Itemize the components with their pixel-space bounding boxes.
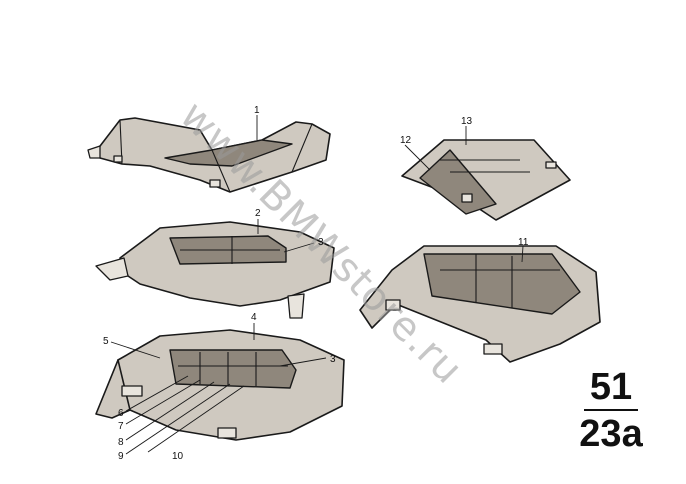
callout-2: 2 xyxy=(255,208,261,219)
page-number-block: 51 23a xyxy=(556,368,666,453)
callout-13: 13 xyxy=(461,116,473,127)
callout-4: 4 xyxy=(251,312,257,323)
callout-9: 9 xyxy=(118,451,124,462)
page-group-number: 51 xyxy=(589,366,633,408)
page-number-divider xyxy=(584,409,638,411)
callout-6: 6 xyxy=(118,408,124,419)
part-12-13-plate xyxy=(401,139,571,221)
callout-5: 5 xyxy=(103,336,109,347)
callout-11: 11 xyxy=(518,237,529,248)
part-4-switch-console xyxy=(95,329,345,441)
callout-7: 7 xyxy=(118,421,124,432)
callout-3-upper: 3 xyxy=(318,237,324,248)
part-1-tray xyxy=(87,117,331,193)
callout-3-lower: 3 xyxy=(330,354,336,365)
callout-labels: 1 2 3 4 5 3 6 7 8 9 10 11 12 13 xyxy=(103,105,529,462)
callout-12: 12 xyxy=(400,135,412,146)
page-sheet-number: 23a xyxy=(579,413,643,455)
leader-lines xyxy=(110,115,524,455)
part-2-cover xyxy=(95,221,335,319)
callout-10: 10 xyxy=(172,451,184,462)
callout-1: 1 xyxy=(254,105,260,116)
callout-8: 8 xyxy=(118,437,124,448)
part-11-housing xyxy=(359,245,601,363)
